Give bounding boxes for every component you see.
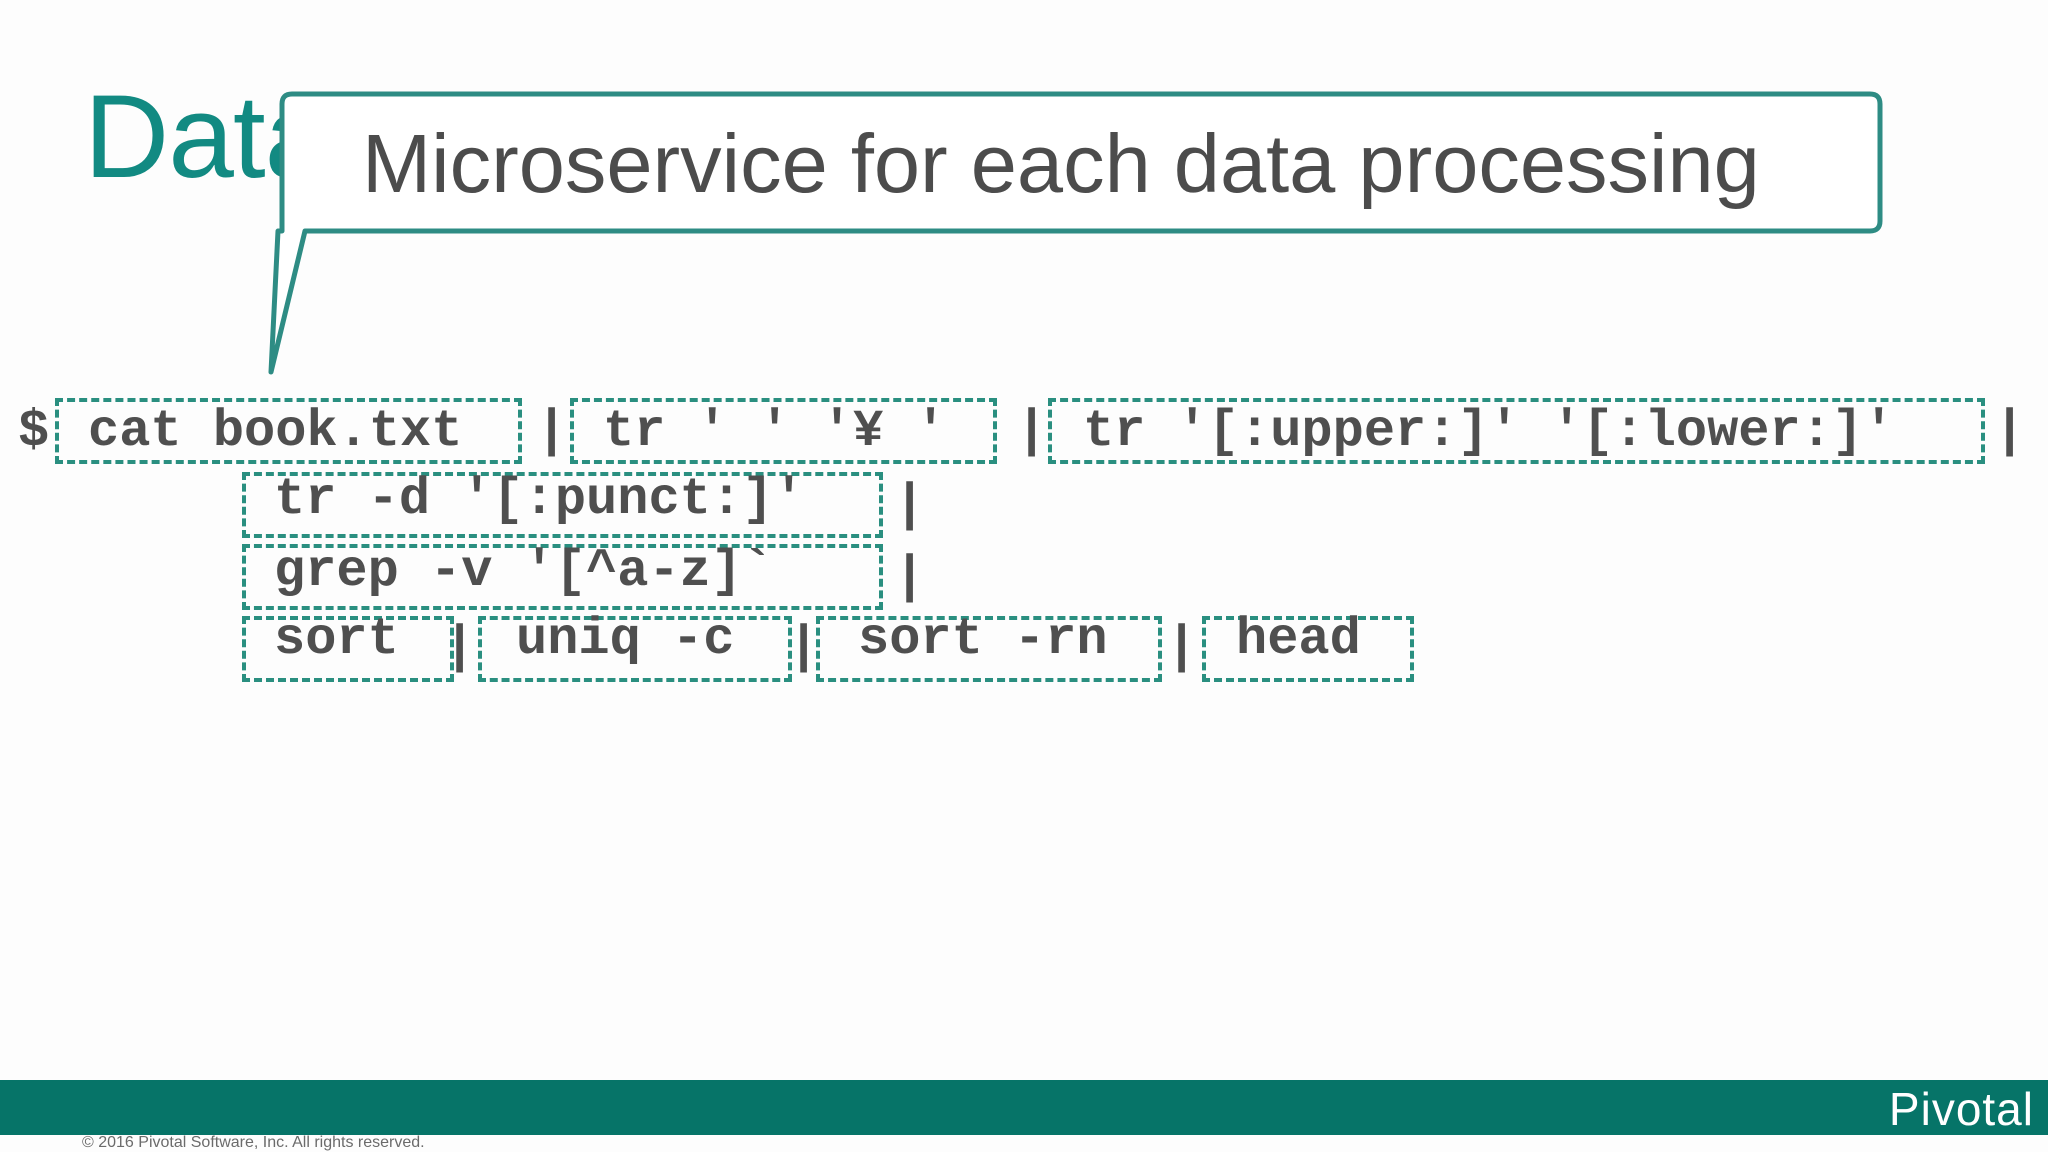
pipe-symbol: |: [894, 476, 926, 535]
footer-bar: [0, 1080, 2048, 1135]
command-box-tr-lower: [1048, 398, 1985, 464]
pipe-symbol: |: [1016, 402, 1048, 461]
command-tr-lower: tr '[:upper:]' '[:lower:]': [1083, 402, 1895, 461]
callout-bubble: [268, 91, 1883, 375]
pipe-symbol: |: [788, 618, 820, 677]
command-sort-rn: sort -rn: [858, 610, 1108, 669]
command-box-sort: [242, 616, 454, 682]
command-box-head: [1202, 616, 1414, 682]
command-tr-space: tr ' ' '¥ ': [603, 402, 947, 461]
command-box-cat: [55, 398, 522, 464]
command-box-sort-rn: [816, 616, 1162, 682]
pipe-symbol: |: [536, 402, 568, 461]
pipe-symbol: |: [1166, 618, 1198, 677]
command-box-uniq: [478, 616, 792, 682]
command-uniq: uniq -c: [516, 610, 735, 669]
command-sort: sort: [274, 610, 399, 669]
pivotal-logo: Pivotal: [1888, 1083, 2034, 1135]
command-cat: cat book.txt: [88, 402, 463, 461]
command-head: head: [1236, 610, 1361, 669]
command-grep: grep -v '[^a-z]`: [274, 542, 774, 601]
command-box-tr-space: [570, 398, 997, 464]
command-tr-punct: tr -d '[:punct:]': [274, 470, 805, 529]
pipe-symbol: |: [444, 618, 476, 677]
callout-text: Microservice for each data processing: [362, 117, 1760, 210]
command-box-tr-punct: [242, 472, 883, 538]
pipe-symbol: |: [894, 548, 926, 607]
command-box-grep: [242, 544, 883, 610]
shell-prompt: $: [18, 402, 50, 461]
pipe-symbol: |: [1994, 402, 2026, 461]
copyright-notice: © 2016 Pivotal Software, Inc. All rights…: [82, 1134, 425, 1151]
